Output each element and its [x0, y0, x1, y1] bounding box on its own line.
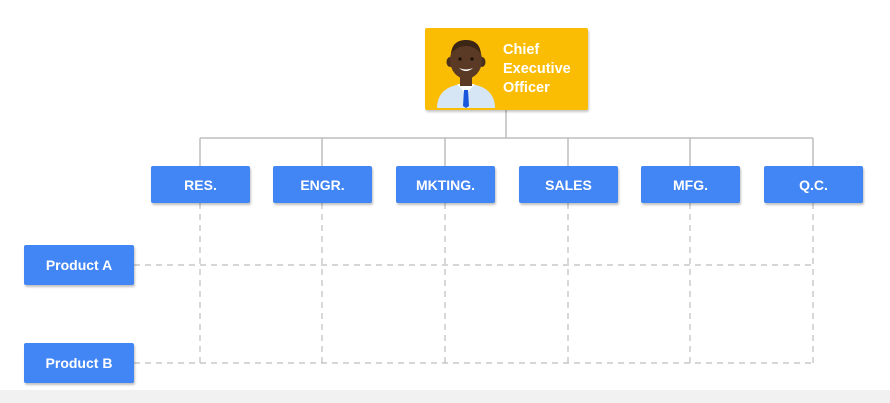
- product-b: Product B: [24, 343, 134, 383]
- department-mkting: MKTING.: [396, 166, 495, 203]
- department-engr: ENGR.: [273, 166, 372, 203]
- department-mfg: MFG.: [641, 166, 740, 203]
- executive-portrait-icon: [437, 40, 495, 108]
- product-a: Product A: [24, 245, 134, 285]
- department-sales: SALES: [519, 166, 618, 203]
- ceo-node: Chief Executive Officer: [425, 28, 588, 110]
- footer-band: [0, 390, 890, 403]
- department-qc: Q.C.: [764, 166, 863, 203]
- ceo-title: Chief Executive Officer: [503, 42, 571, 96]
- department-res: RES.: [151, 166, 250, 203]
